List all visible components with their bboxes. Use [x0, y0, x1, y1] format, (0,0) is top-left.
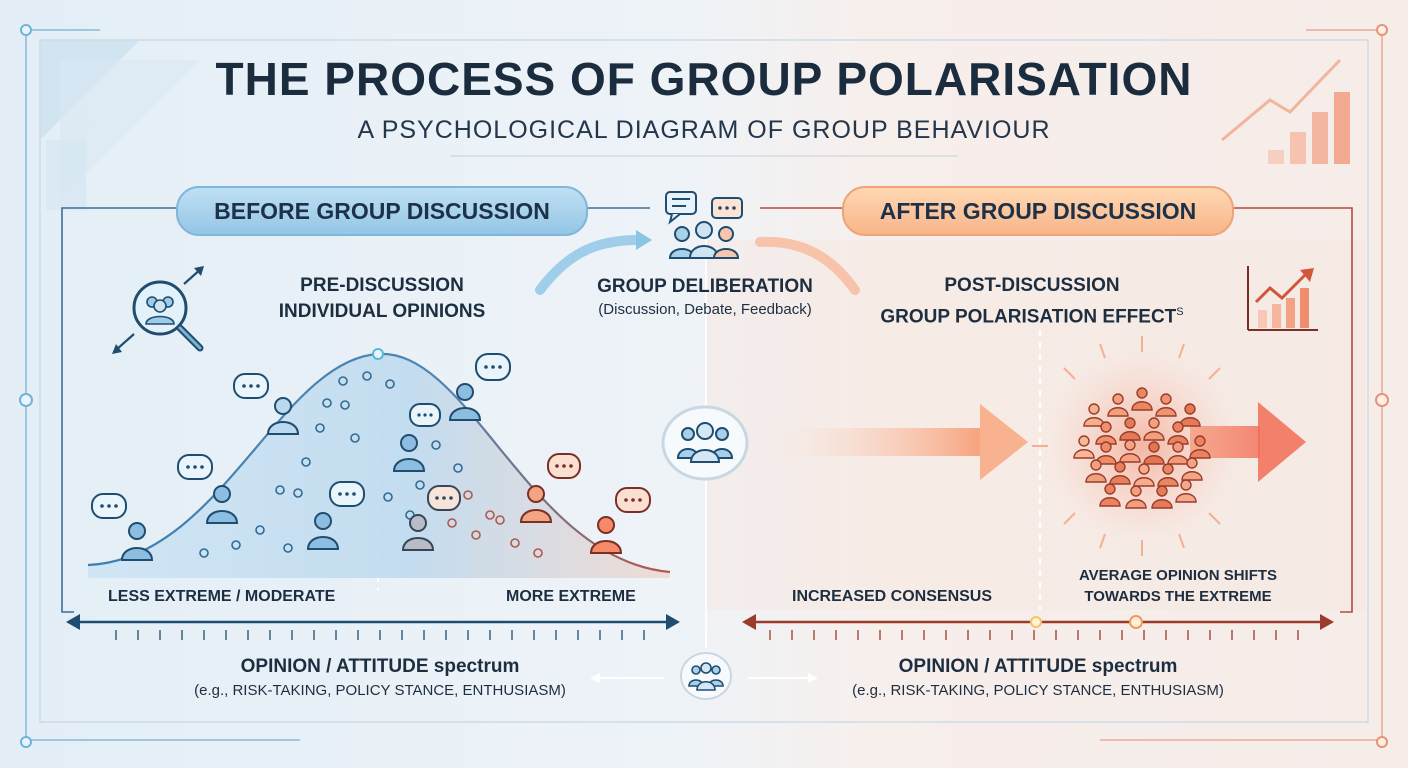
- person-icon: [1176, 480, 1196, 502]
- group-chat-icon: [656, 186, 752, 266]
- individuals-with-opinions: [84, 350, 684, 570]
- person-icon: [1190, 436, 1210, 458]
- person-icon: [1156, 394, 1176, 416]
- shift-label-line1: AVERAGE OPINION SHIFTS: [1058, 565, 1298, 586]
- person-icon: [92, 494, 152, 560]
- post-discussion-title-sup: S: [1176, 306, 1183, 318]
- before-discussion-header: BEFORE GROUP DISCUSSION: [176, 186, 588, 236]
- axis-label-more-extreme: MORE EXTREME: [506, 588, 636, 606]
- axis-label-less-extreme: LESS EXTREME / MODERATE: [108, 588, 335, 606]
- average-opinion-shift-label: AVERAGE OPINION SHIFTS TOWARDS THE EXTRE…: [1058, 565, 1298, 607]
- person-icon: [1120, 418, 1140, 440]
- person-icon: [403, 486, 460, 550]
- person-icon: [1108, 394, 1128, 416]
- person-icon: [394, 404, 440, 471]
- person-icon: [521, 454, 580, 522]
- spectrum-title-after: OPINION / ATTITUDE spectrum: [848, 656, 1228, 678]
- after-discussion-header: AFTER GROUP DISCUSSION: [842, 186, 1234, 236]
- person-icon: [1132, 388, 1152, 410]
- axis-label-increased-consensus: INCREASED CONSENSUS: [792, 588, 992, 606]
- post-discussion-title-line1: POST-DISCUSSION: [862, 273, 1202, 299]
- person-icon: [1074, 436, 1094, 458]
- spectrum-title-before: OPINION / ATTITUDE spectrum: [190, 656, 570, 678]
- person-icon: [1168, 442, 1188, 464]
- person-icon: [450, 354, 510, 420]
- person-icon: [1084, 404, 1104, 426]
- pre-discussion-title: PRE-DISCUSSION INDIVIDUAL OPINIONS: [232, 273, 532, 325]
- spectrum-sub-before: (e.g., RISK-TAKING, POLICY STANCE, ENTHU…: [160, 682, 600, 699]
- person-icon: [234, 374, 298, 434]
- post-discussion-title: POST-DISCUSSION GROUP POLARISATION EFFEC…: [862, 273, 1202, 330]
- person-icon: [1152, 486, 1172, 508]
- person-icon: [1144, 418, 1164, 440]
- person-icon: [1158, 464, 1178, 486]
- polarised-group-cluster: [1060, 370, 1220, 520]
- shift-label-line2: TOWARDS THE EXTREME: [1058, 586, 1298, 607]
- person-icon: [1120, 440, 1140, 462]
- magnifier-people-icon: [104, 262, 216, 362]
- group-deliberation-subtitle: (Discussion, Debate, Feedback): [570, 301, 840, 318]
- person-icon: [591, 488, 650, 553]
- group-deliberation-title: GROUP DELIBERATION: [570, 276, 840, 298]
- person-icon: [1144, 442, 1164, 464]
- rising-chart-icon: [1244, 264, 1322, 334]
- post-discussion-title-line2: GROUP POLARISATION EFFECTS: [862, 299, 1202, 330]
- page-title: THE PROCESS OF GROUP POLARISATION: [0, 52, 1408, 106]
- pre-discussion-title-line2: INDIVIDUAL OPINIONS: [232, 299, 532, 325]
- person-icon: [1180, 404, 1200, 426]
- pre-discussion-title-line1: PRE-DISCUSSION: [232, 273, 532, 299]
- person-icon: [1100, 484, 1120, 506]
- person-icon: [1126, 486, 1146, 508]
- person-icon: [178, 455, 237, 523]
- page-subtitle: A PSYCHOLOGICAL DIAGRAM OF GROUP BEHAVIO…: [0, 116, 1408, 145]
- person-icon: [1134, 464, 1154, 486]
- group-icon: [658, 404, 752, 482]
- spectrum-sub-after: (e.g., RISK-TAKING, POLICY STANCE, ENTHU…: [818, 682, 1258, 699]
- person-icon: [308, 482, 364, 549]
- group-icon: [678, 650, 734, 702]
- person-icon: [1110, 462, 1130, 484]
